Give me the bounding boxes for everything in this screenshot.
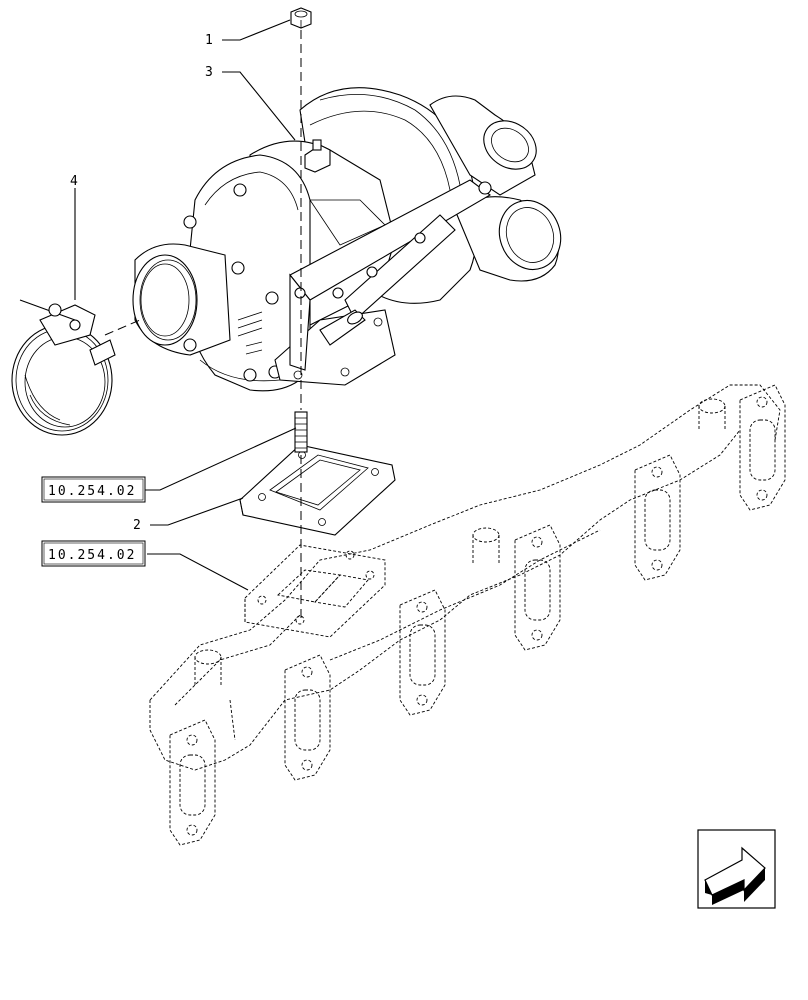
manifold-port-4: [514, 524, 561, 651]
reference-code-upper: 10.254.02: [48, 484, 136, 499]
back-arrow-icon[interactable]: [697, 829, 776, 909]
callout-4: 4: [70, 174, 78, 189]
nut: [290, 7, 312, 29]
reference-box-lower[interactable]: 10.254.02: [41, 540, 146, 567]
exhaust-manifold: [149, 384, 786, 846]
manifold-port-1: [169, 719, 216, 846]
reference-box-upper[interactable]: 10.254.02: [41, 476, 146, 503]
stud: [294, 411, 308, 453]
callout-2: 2: [133, 518, 141, 533]
manifold-port-5: [634, 454, 681, 581]
assembly-axis: [104, 30, 302, 620]
callout-1: 1: [205, 33, 213, 48]
manifold-port-6: [739, 384, 786, 511]
callout-3: 3: [205, 65, 213, 80]
reference-code-lower: 10.254.02: [48, 548, 136, 563]
leader-lines: [74, 19, 297, 591]
manifold-boss: [194, 398, 726, 685]
turbocharger: [132, 87, 562, 392]
manifold-port-3: [399, 589, 446, 716]
gasket: [239, 444, 396, 536]
clamp: [11, 299, 116, 436]
manifold-turbo-flange: [244, 544, 386, 638]
manifold-port-2: [284, 654, 331, 781]
